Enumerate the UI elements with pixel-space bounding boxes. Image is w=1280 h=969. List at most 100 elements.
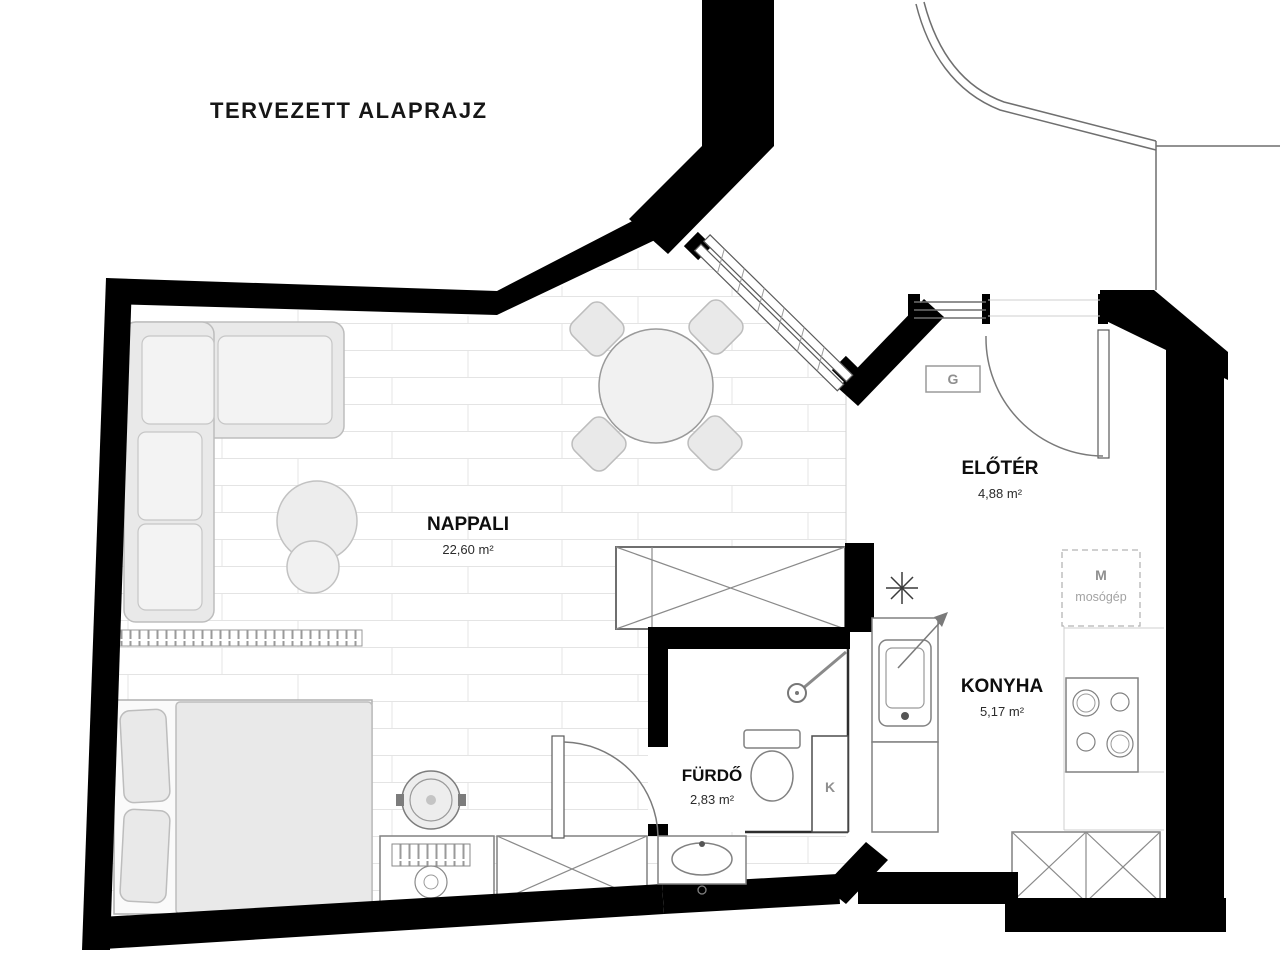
room-area-nappali: 22,60 m²	[442, 542, 494, 557]
bathroom-door	[551, 735, 659, 839]
bathroom-door-leaf	[551, 735, 565, 839]
hall-door	[985, 299, 1110, 459]
pillow	[119, 808, 171, 904]
pot-handle	[458, 794, 466, 806]
washer-letter: M	[1095, 567, 1107, 583]
wardrobe-cross	[615, 546, 846, 630]
room-label-furdo: FÜRDŐ	[682, 766, 742, 785]
window-post	[908, 294, 920, 322]
wall-top	[106, 278, 497, 315]
sofa-cushion	[141, 335, 215, 425]
wall-bottom-chamfer	[824, 842, 888, 904]
sink-arrow-line	[897, 617, 945, 669]
gas-meter-label: G	[948, 371, 959, 387]
closet-cross	[496, 835, 648, 903]
room-label-eloter: ELŐTÉR	[961, 457, 1038, 479]
sofa-cushion	[137, 431, 203, 521]
terrace-edge	[915, 3, 1157, 151]
wall-bottom-kitchen	[858, 872, 1018, 904]
burner	[1076, 693, 1096, 713]
entrance-door-hatch	[736, 268, 745, 293]
shower-head-center	[795, 691, 799, 695]
room-label-nappali: NAPPALI	[427, 514, 509, 535]
washbasin-faucet	[699, 841, 705, 847]
sink-faucet	[901, 712, 909, 720]
openings	[551, 234, 1110, 839]
wall-entry-diagonal	[838, 299, 944, 406]
storage-cross	[1011, 831, 1087, 903]
toilet-tank	[743, 729, 801, 749]
walls	[82, 0, 1228, 950]
shower-arm	[800, 650, 847, 692]
stove	[1065, 677, 1139, 773]
shower	[787, 650, 847, 703]
sink-arrow-head	[934, 612, 948, 627]
pillow	[119, 708, 171, 804]
washbasin-drain	[697, 885, 707, 895]
labels: TERVEZETT ALAPRAJZ NAPPALI 22,60 m² ELŐT…	[210, 98, 1127, 807]
plate-center	[423, 874, 439, 890]
sink-basin-outer	[878, 639, 932, 727]
furniture	[113, 299, 1161, 915]
window-post	[1098, 294, 1108, 324]
hall-door-leaf	[1097, 329, 1110, 459]
entrance-door-hatch	[816, 346, 825, 372]
keyboard-tray	[391, 843, 471, 867]
kitchen-sink	[871, 612, 948, 833]
wall-partition-kitchen	[845, 543, 874, 632]
stove-body	[1065, 677, 1139, 773]
storage-bottom-right	[1011, 831, 1161, 903]
radiator	[117, 629, 363, 647]
fixtures	[657, 365, 1164, 895]
washbasin	[657, 835, 747, 895]
sink-lower-cabinet	[871, 741, 939, 833]
sofa-cushion	[217, 335, 333, 425]
wall-bottom-right	[1005, 898, 1226, 932]
dining-chair	[571, 416, 627, 472]
exterior-lines	[915, 1, 1280, 290]
burner	[1110, 692, 1130, 712]
wall-top-diagonal	[497, 217, 655, 315]
entrance-door-hatch	[717, 248, 725, 274]
washbasin-bowl	[671, 842, 733, 876]
dining-chair	[688, 299, 744, 355]
hall-door-arc	[985, 335, 1104, 457]
hall-window	[914, 301, 986, 319]
room-label-konyha: KONYHA	[961, 676, 1044, 697]
wall-bath-left	[648, 649, 668, 747]
entrance-door	[693, 234, 854, 392]
burner	[1072, 689, 1100, 717]
room-area-konyha: 5,17 m²	[980, 704, 1025, 719]
room-area-eloter: 4,88 m²	[978, 486, 1023, 501]
dining-chair	[569, 301, 625, 357]
entrance-door-leaf	[693, 243, 845, 392]
sofa	[123, 321, 345, 623]
side-tables	[276, 480, 358, 594]
gas-meter-box	[925, 365, 981, 393]
wardrobe	[615, 546, 846, 630]
entrance-door-leaf	[702, 234, 854, 383]
washer-label: mosógép	[1075, 590, 1126, 604]
pot-knob	[426, 795, 436, 805]
burner	[1076, 732, 1096, 752]
dining-table	[598, 328, 714, 444]
entrance-door-hatch	[776, 307, 785, 333]
duct-shaft-box	[811, 735, 849, 833]
bed	[113, 699, 373, 915]
washing-machine	[1061, 549, 1141, 627]
wall-entry-band	[629, 0, 774, 254]
lamp-symbol-icon	[886, 572, 918, 604]
toilet-bowl	[750, 750, 794, 802]
toilet	[743, 729, 801, 802]
bathroom-door-arc	[563, 741, 659, 837]
dining-chair	[687, 415, 743, 471]
wall-right	[1166, 348, 1224, 910]
burner	[1106, 730, 1134, 758]
burner	[1110, 734, 1130, 754]
plate	[414, 865, 448, 899]
window-post	[982, 294, 990, 324]
sofa-cushion	[137, 523, 203, 611]
sink-basin-inner	[885, 647, 925, 709]
side-table-small	[286, 540, 340, 594]
